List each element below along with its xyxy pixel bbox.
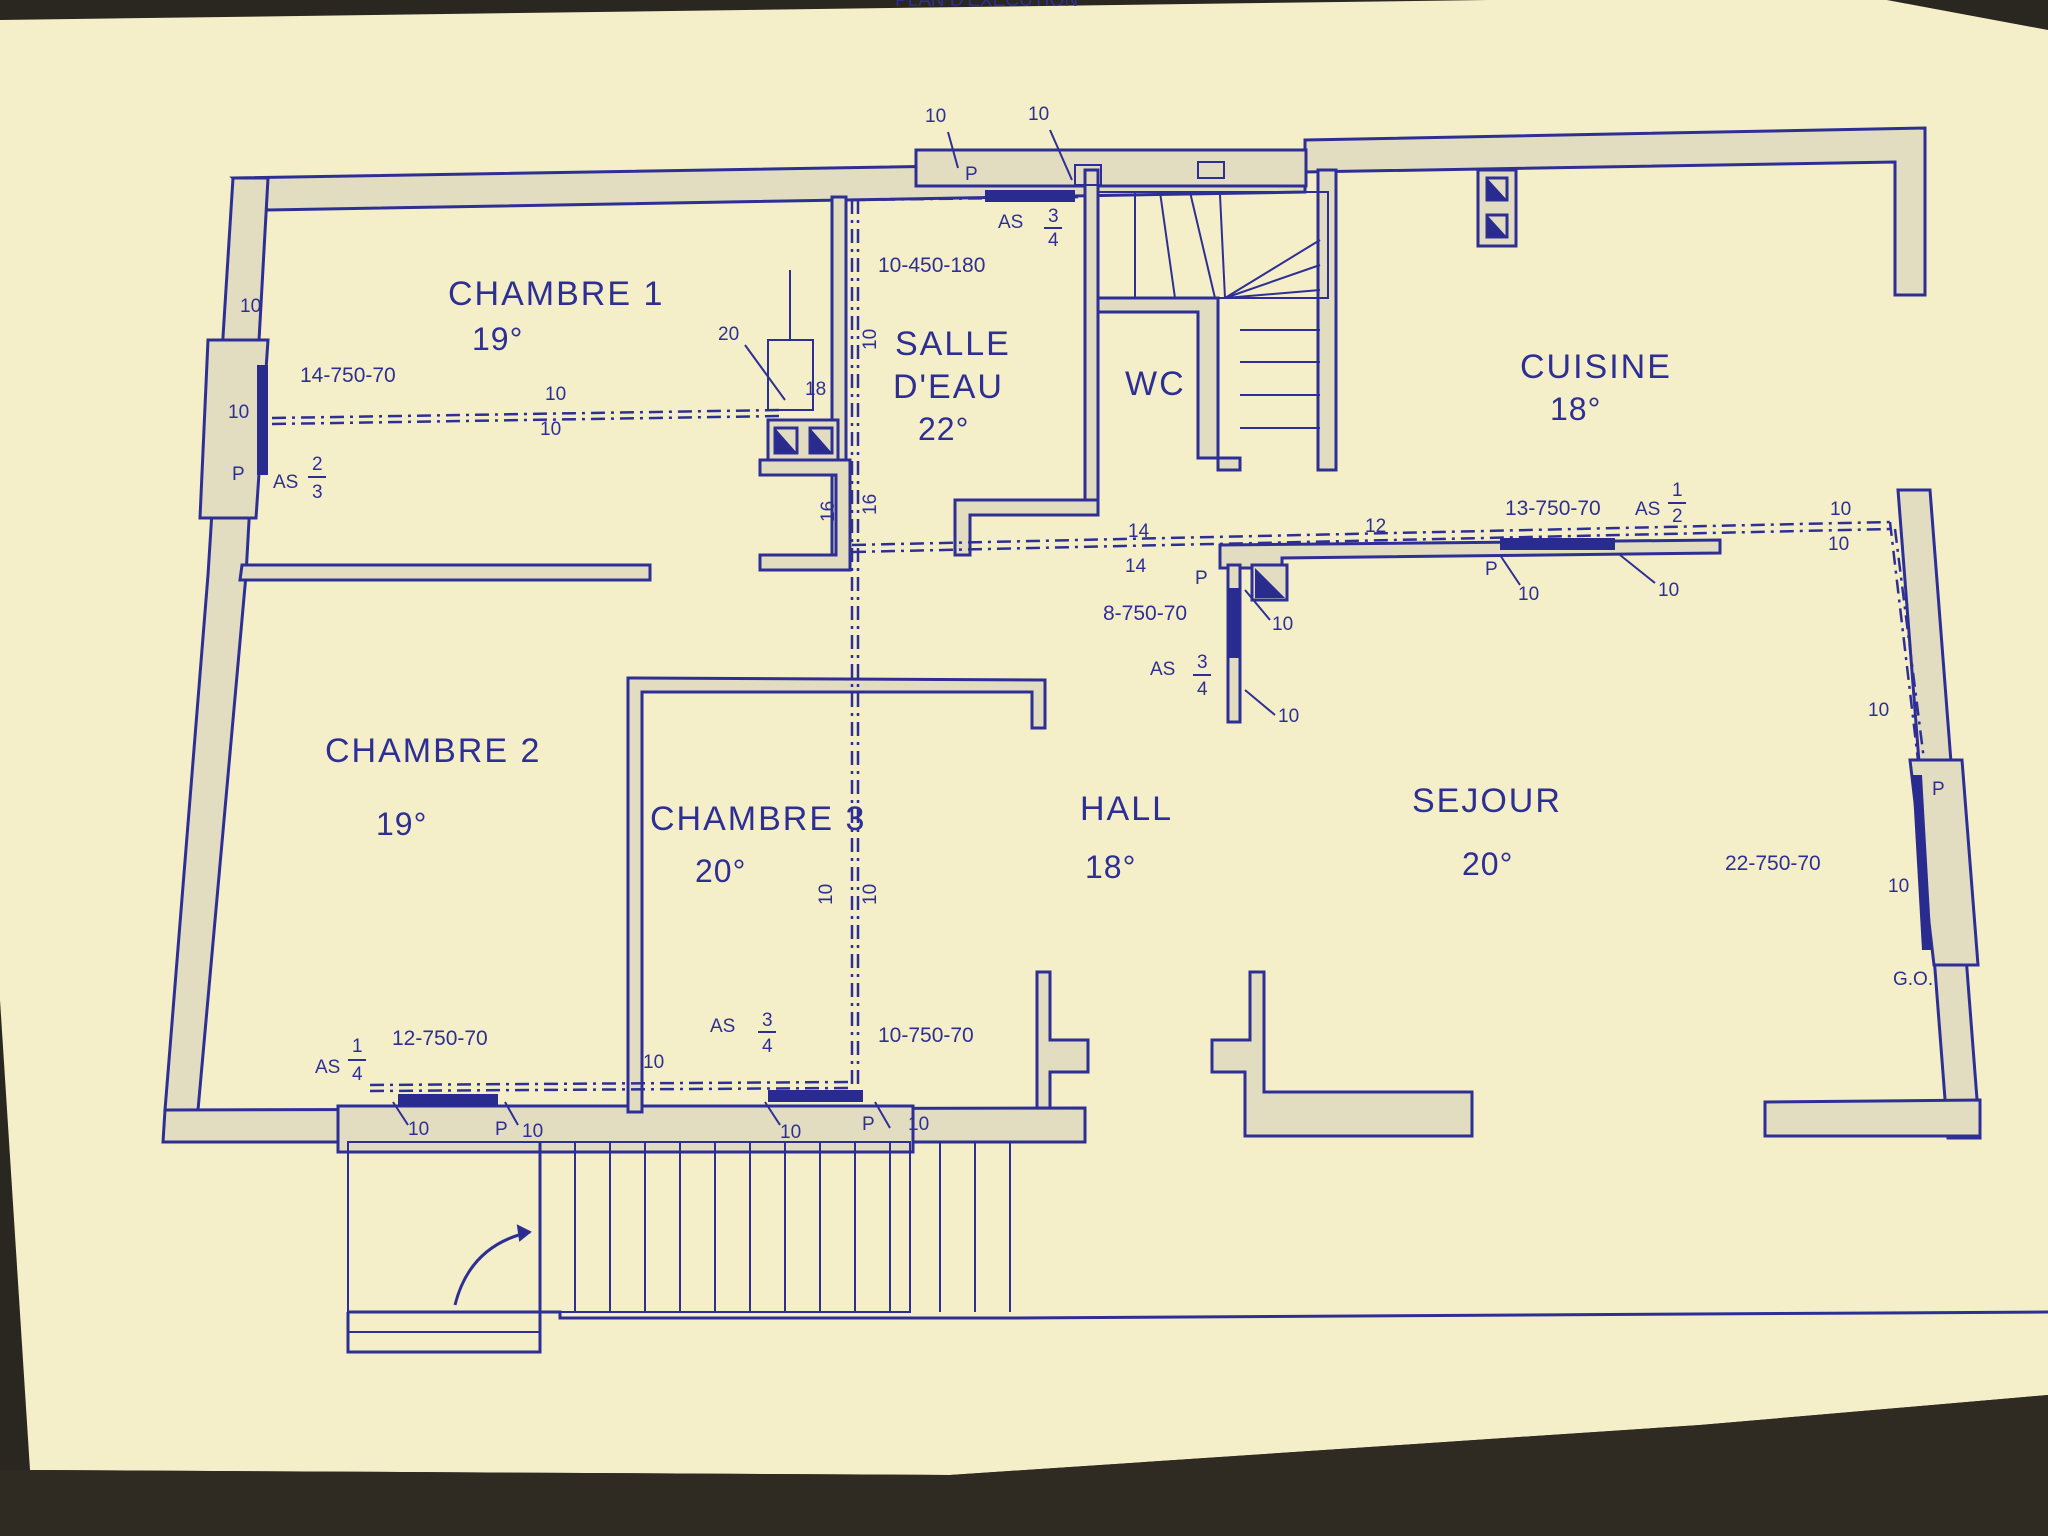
svg-text:P: P: [232, 464, 245, 485]
room-wc-name: WC: [1125, 365, 1186, 403]
svg-text:18: 18: [805, 379, 826, 400]
spec-salle-eau: 10-450-180: [878, 254, 985, 277]
room-chambre3-name: CHAMBRE 3: [650, 800, 866, 838]
svg-text:14: 14: [1128, 521, 1150, 542]
svg-text:10: 10: [1888, 876, 1909, 897]
spec-chambre3: 10-750-70: [878, 1024, 974, 1047]
valve-salle-eau: AS: [998, 212, 1023, 233]
svg-text:P: P: [965, 164, 978, 185]
valve-chambre2-num: 1: [352, 1036, 363, 1057]
svg-text:14: 14: [1125, 556, 1147, 577]
window-openings: [198, 148, 1980, 1154]
svg-text:10: 10: [1658, 580, 1679, 601]
svg-text:10: 10: [860, 884, 881, 905]
staircase: [1074, 161, 1329, 429]
svg-text:10: 10: [643, 1052, 664, 1073]
valve-hall-den: 4: [1197, 679, 1208, 700]
valve-chambre3-den: 4: [762, 1036, 773, 1057]
svg-text:10: 10: [1828, 534, 1849, 555]
svg-text:10: 10: [860, 329, 881, 350]
svg-text:10: 10: [408, 1119, 429, 1140]
radiator-salle-eau: [985, 190, 1075, 202]
valve-cuisine-num: 1: [1672, 480, 1683, 501]
room-salle-eau-line1: SALLE: [895, 325, 1011, 363]
radiator-chambre1: [257, 365, 268, 475]
valve-salle-eau-den: 4: [1048, 230, 1059, 251]
valve-cuisine: AS: [1635, 499, 1660, 520]
paper-sheet: [0, 0, 2048, 1475]
svg-text:10: 10: [1830, 499, 1851, 520]
valve-hall: AS: [1150, 659, 1175, 680]
room-sejour-name: SEJOUR: [1412, 782, 1562, 820]
radiator-cuisine: [1500, 538, 1615, 550]
valve-chambre1-num: 2: [312, 454, 323, 475]
radiators: [257, 190, 1932, 1106]
svg-text:P: P: [495, 1119, 508, 1140]
valve-chambre3: AS: [710, 1016, 735, 1037]
room-chambre3-temp: 20°: [695, 853, 746, 889]
svg-text:10: 10: [816, 884, 837, 905]
table-background-bottom: [0, 1395, 2048, 1536]
heating-pipes: [271, 195, 1926, 1093]
svg-text:P: P: [1485, 559, 1498, 580]
spec-chambre2: 12-750-70: [392, 1027, 488, 1050]
valve-chambre2: AS: [315, 1057, 340, 1078]
svg-text:10: 10: [1518, 584, 1539, 605]
spec-cuisine: 13-750-70: [1505, 497, 1601, 520]
sejour-go-label: G.O.: [1893, 969, 1933, 990]
svg-text:10: 10: [908, 1114, 929, 1135]
room-chambre1-temp: 19°: [472, 321, 523, 357]
radiator-chambre3: [768, 1090, 863, 1102]
room-chambre2-name: CHAMBRE 2: [325, 732, 541, 770]
valve-chambre2-den: 4: [352, 1064, 363, 1085]
header-title-fragment: PLAN D'EXECUTION: [895, 0, 1078, 11]
svg-text:P: P: [862, 1114, 875, 1135]
pipe-annotations: 10 10 P 10 10 P 10 10 20 18 10 16 16 14 …: [228, 104, 1945, 1143]
radiator-hall: [1228, 588, 1240, 658]
svg-text:10: 10: [545, 384, 566, 405]
room-salle-eau-line2: D'EAU: [893, 368, 1004, 406]
svg-text:10: 10: [1278, 706, 1299, 727]
svg-text:16: 16: [860, 494, 881, 515]
valve-hall-num: 3: [1197, 652, 1208, 673]
svg-text:10: 10: [240, 296, 261, 317]
valve-chambre1: AS: [273, 472, 298, 493]
svg-text:10: 10: [540, 419, 561, 440]
spec-sejour: 22-750-70: [1725, 852, 1821, 875]
entrance-steps: [346, 1141, 2048, 1354]
svg-text:10: 10: [1868, 700, 1889, 721]
svg-text:10: 10: [780, 1122, 801, 1143]
svg-text:12: 12: [1365, 516, 1386, 537]
room-hall-temp: 18°: [1085, 849, 1136, 885]
room-cuisine-temp: 18°: [1550, 391, 1601, 427]
spec-chambre1: 14-750-70: [300, 364, 396, 387]
valve-salle-eau-num: 3: [1048, 206, 1059, 227]
svg-text:P: P: [1932, 779, 1945, 800]
svg-text:10: 10: [1028, 104, 1049, 125]
room-hall-name: HALL: [1080, 790, 1173, 828]
svg-text:10: 10: [1272, 614, 1293, 635]
valve-chambre1-den: 3: [312, 482, 323, 503]
svg-text:P: P: [1195, 568, 1208, 589]
room-cuisine-name: CUISINE: [1520, 348, 1672, 386]
radiator-sejour: [1912, 775, 1932, 950]
spec-hall: 8-750-70: [1103, 602, 1187, 625]
radiator-chambre2: [398, 1094, 498, 1106]
svg-text:10: 10: [522, 1121, 543, 1142]
svg-text:10: 10: [228, 402, 249, 423]
svg-text:10: 10: [925, 106, 946, 127]
room-chambre2-temp: 19°: [376, 806, 427, 842]
room-chambre1-name: CHAMBRE 1: [448, 275, 664, 313]
valve-cuisine-den: 2: [1672, 506, 1683, 527]
svg-text:16: 16: [818, 501, 839, 522]
svg-text:20: 20: [718, 324, 739, 345]
room-salle-eau-temp: 22°: [918, 411, 969, 447]
chimney-ducts: [766, 168, 1518, 602]
room-sejour-temp: 20°: [1462, 846, 1513, 882]
valve-chambre3-num: 3: [762, 1010, 773, 1031]
